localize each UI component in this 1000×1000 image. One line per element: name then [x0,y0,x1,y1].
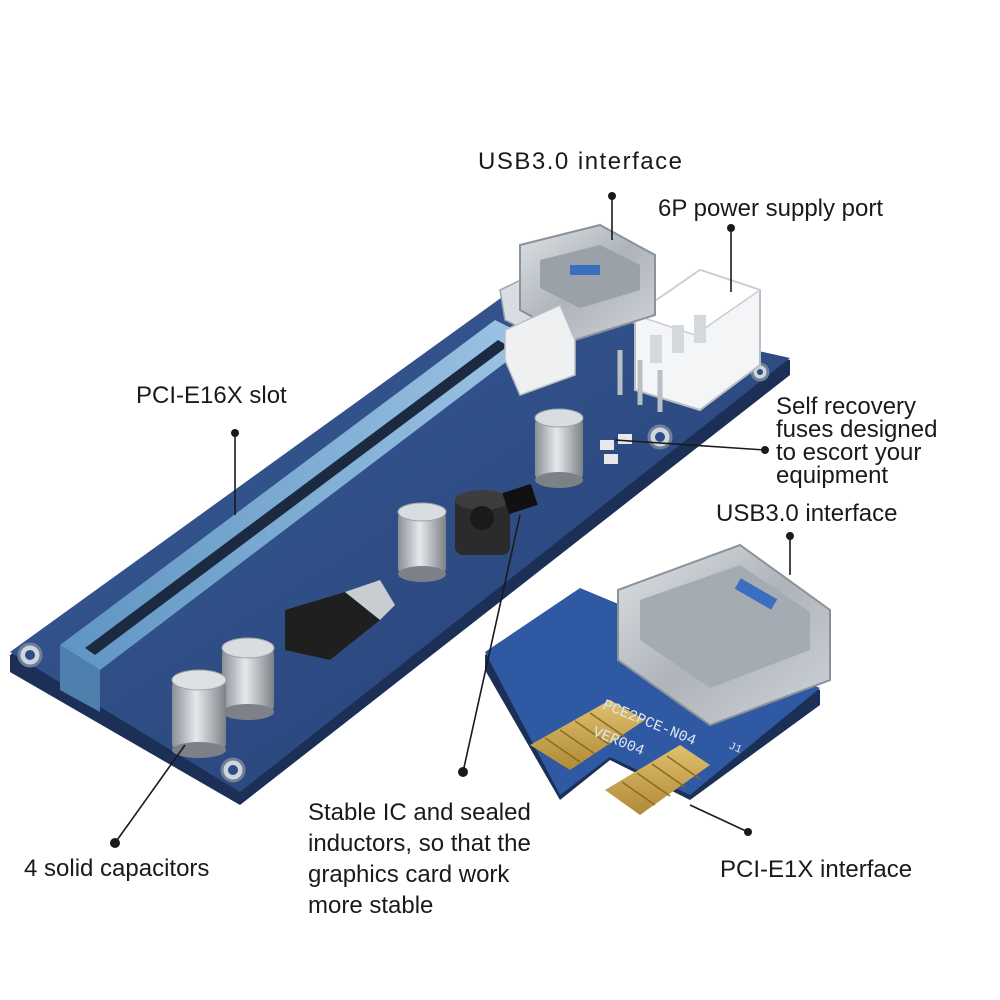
callout-leaders [114,196,791,844]
label-solid-capacitors: 4 solid capacitors [24,855,210,882]
six-pin-power-connector [617,268,762,412]
capacitor [397,502,447,582]
pcie16-slot-side [60,645,100,712]
pcie1x-gold-contacts [530,700,710,815]
callout-dots [110,192,794,848]
capacitor [221,637,275,720]
label-usb3-small: USB3.0 interface [716,500,898,527]
label-pcie1x-interface: PCI-E1X interface [720,856,913,883]
solid-capacitors [171,408,584,758]
label-pcie16-slot: PCI-E16X slot [136,382,287,409]
pcie16-slot-groove [85,340,508,655]
label-ic-inductors: Stable IC and sealed inductors, so that … [308,799,531,919]
recovery-fuses [600,434,632,464]
sealed-inductor [455,490,510,555]
capacitor [171,669,227,758]
voltage-regulator [285,580,395,660]
adapter-connector-marking: J1 [727,741,744,757]
white-pin-header [504,304,576,396]
main-riser-board [10,223,790,805]
leader-capacitors [114,744,186,844]
leader-fuses [614,439,766,451]
label-6p-power-port: 6P power supply port [658,195,884,222]
leader-pcie1x [689,804,749,833]
ic-chip [502,483,538,515]
pcie1x-adapter-board: PCE2PCE-N04 VER004 J1 [485,543,831,815]
label-recovery-fuses: Self recovery fuses designed to escort y… [776,393,938,489]
usb3-socket-adapter [617,543,831,727]
capacitor [534,408,584,488]
leader-ic [462,514,521,773]
label-usb3-top: USB3.0 interface [478,148,684,175]
pcie16-slot [60,277,546,712]
